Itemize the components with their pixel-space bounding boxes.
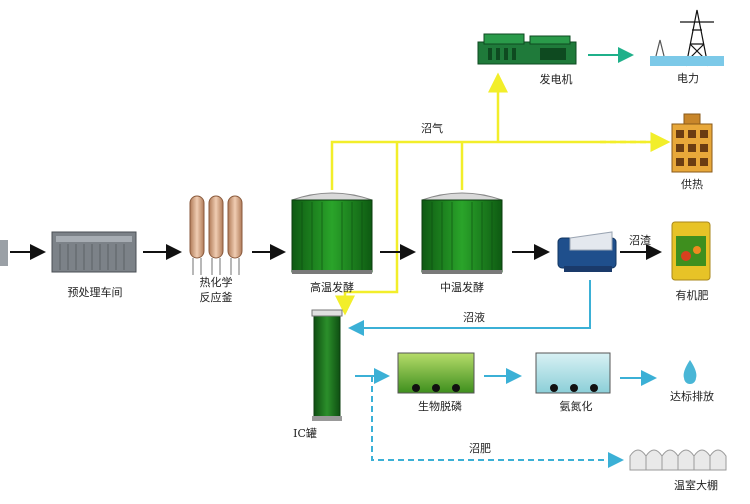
pretreatment-workshop-icon xyxy=(51,231,137,273)
slurry-flow-label: 沼肥 xyxy=(469,441,491,455)
greenhouse-icon xyxy=(629,449,727,471)
biogas-to-ic xyxy=(335,142,399,316)
liquid-flow-label: 沼液 xyxy=(463,310,485,324)
fertilizer-label: 有机肥 xyxy=(676,288,709,302)
ammonia-label: 氨氮化 xyxy=(560,399,593,413)
residue-flow-label: 沼渣 xyxy=(629,233,651,247)
biogas-main-line xyxy=(330,140,665,190)
mid-temp-digester-icon xyxy=(421,192,503,274)
high-temp-digester-icon xyxy=(291,192,373,274)
high-temp-label: 高温发酵 xyxy=(310,280,354,294)
solid-liquid-separator-icon xyxy=(557,231,617,272)
generator-label: 发电机 xyxy=(540,72,573,86)
bio-dephos-tank-icon xyxy=(397,352,475,394)
greenhouse-label: 温室大棚 xyxy=(674,478,718,492)
biogas-lines xyxy=(330,72,671,316)
feed-truck-icon xyxy=(0,240,8,266)
thermo-label-line1: 热化学 xyxy=(200,275,233,289)
slurry-to-greenhouse-line xyxy=(371,376,624,468)
ammonia-tank-icon xyxy=(535,352,611,394)
heating-label: 供热 xyxy=(681,177,703,191)
fertilizer-bag-icon xyxy=(671,221,711,281)
generator-icon xyxy=(477,33,577,65)
liquid-lines xyxy=(348,280,657,468)
pretreatment-label: 预处理车间 xyxy=(68,285,123,299)
biogas-flow-label: 沼气 xyxy=(421,121,443,135)
power-label: 电力 xyxy=(677,72,699,85)
power-tower-icon xyxy=(650,9,724,67)
discharge-label: 达标排放 xyxy=(670,389,714,403)
bio-dephos-label: 生物脱磷 xyxy=(418,399,462,413)
thermo-label-line2: 反应釜 xyxy=(200,290,233,304)
liquid-return-line xyxy=(348,280,591,336)
ic-tank-label: IC罐 xyxy=(293,427,317,440)
ic-tank-icon xyxy=(311,309,343,421)
mid-temp-label: 中温发酵 xyxy=(440,280,484,294)
water-drop-icon xyxy=(683,360,697,384)
thermo-reactor-icon xyxy=(189,195,243,275)
heating-building-icon xyxy=(671,113,713,173)
